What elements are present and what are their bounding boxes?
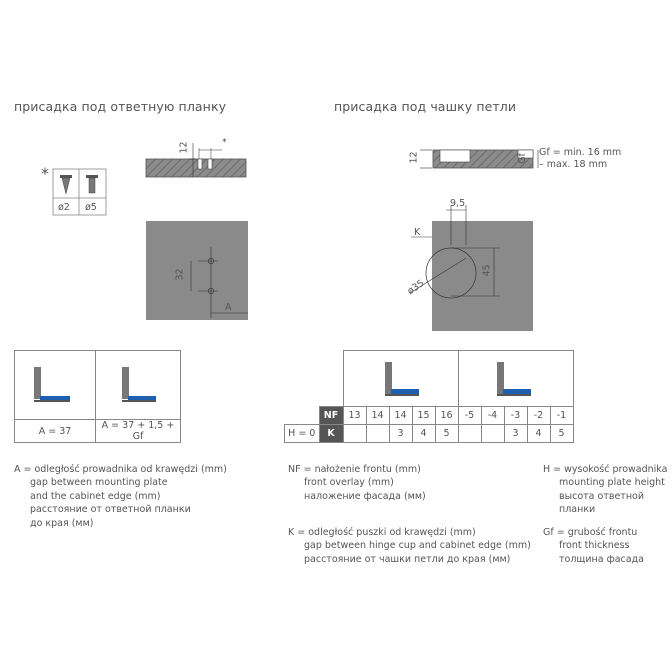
hinge-cup-cross-section: [420, 149, 539, 169]
table-a-cell: A = 37 + 1,5 + Gf: [95, 419, 181, 443]
legend-line: and the cabinet edge (mm): [30, 490, 161, 502]
legend-line: Gf = grubość frontu: [543, 527, 638, 538]
table-k-header: 14: [365, 406, 390, 425]
table-k-icon-cell-2: [457, 350, 574, 407]
table-k-header: 15: [411, 406, 436, 425]
table-k-header: -3: [503, 406, 528, 425]
legend-line: толщина фасада: [559, 553, 644, 565]
plate-height-label: 12: [178, 141, 190, 154]
gf-max-label: – max. 18 mm: [539, 159, 608, 170]
legend-line: gap between hinge cup and cabinet edge (…: [304, 540, 531, 552]
legend-a: A = odległość prowadnika od krawędzi (mm…: [14, 463, 227, 530]
table-k-cell: 5: [549, 424, 574, 443]
legend-h: H = wysokość prowadnika mounting plate h…: [543, 463, 667, 517]
table-k-cell: [480, 424, 505, 443]
table-k-k-label: K: [318, 424, 344, 443]
table-k-cell: [365, 424, 390, 443]
offset-9-5-label: 9,5: [450, 198, 466, 209]
table-k-cell: 4: [526, 424, 551, 443]
legend-line: mounting plate height: [559, 477, 665, 489]
legend-line: NF = nałożenie frontu (mm): [288, 464, 421, 475]
table-k: NF 13 14 14 15 16 -5 -4 -3 -2 -1 H = 0 K…: [284, 350, 574, 443]
heading-mounting-plate: присадка под ответную планку: [14, 99, 227, 114]
screw-asterisk: *: [41, 164, 49, 183]
table-k-header: 16: [434, 406, 459, 425]
hinge-cup-panel: [409, 205, 533, 331]
dim-a-label: A: [225, 302, 232, 313]
table-k-header: -2: [526, 406, 551, 425]
wood-screw-icon: [60, 175, 72, 195]
plate-cross-section: [145, 143, 247, 178]
mounting-plate-panel: [146, 221, 248, 320]
legend-line: front overlay (mm): [304, 477, 394, 489]
legend-line: H = wysokość prowadnika: [543, 464, 668, 475]
table-k-header: 13: [342, 406, 367, 425]
table-k-header: NF: [318, 406, 344, 425]
gf-label: Gf: [516, 153, 528, 164]
table-a-icon-cell-2: [95, 350, 181, 420]
table-k-cell: [342, 424, 367, 443]
table-k-cell: 3: [503, 424, 528, 443]
table-k-cell: [457, 424, 482, 443]
legend-line: gap between mounting plate: [30, 477, 168, 489]
table-k-icon-cell-1: [342, 350, 459, 407]
legend-gf: Gf = grubość frontu front thickness толщ…: [543, 526, 644, 566]
table-k-cell: 4: [411, 424, 436, 443]
legend-line: расстояние от ответной планки: [30, 504, 191, 516]
asterisk-label: *: [222, 137, 227, 148]
euro-screw-icon: [86, 175, 98, 194]
screw-table: [52, 168, 107, 216]
cup-height-label: 12: [408, 151, 420, 164]
gf-min-label: Gf = min. 16 mm: [539, 147, 622, 158]
screw-diameter-5: ø5: [85, 202, 97, 213]
dim-k-label: K: [414, 227, 421, 238]
table-k-cell: 5: [434, 424, 459, 443]
table-k-blank: [285, 351, 344, 407]
legend-line: расстояние от чашки петли до края (мм): [304, 553, 511, 565]
table-k-header: 14: [388, 406, 413, 425]
table-a-cell: A = 37: [14, 419, 96, 443]
legend-line: наложение фасада (мм): [304, 490, 426, 502]
table-k-cell: 3: [388, 424, 413, 443]
legend-nf: NF = nałożenie frontu (mm) front overlay…: [288, 463, 426, 503]
legend-line: K = odległość puszki od krawędzi (mm): [288, 527, 476, 538]
table-k-header: -4: [480, 406, 505, 425]
heading-hinge-cup: присадка под чашку петли: [334, 99, 517, 114]
table-k-header: -1: [549, 406, 574, 425]
legend-line: планки: [559, 504, 596, 516]
table-a: A = 37 A = 37 + 1,5 + Gf: [14, 350, 181, 443]
table-k-header: -5: [457, 406, 482, 425]
legend-k: K = odległość puszki od krawędzi (mm) ga…: [288, 526, 531, 566]
table-a-icon-cell-1: [14, 350, 96, 420]
legend-line: front thickness: [559, 540, 630, 552]
legend-line: A = odległość prowadnika od krawędzi (mm…: [14, 464, 227, 475]
legend-line: до края (мм): [30, 517, 94, 529]
screw-diameter-2: ø2: [58, 202, 70, 213]
dim-45-label: 45: [481, 264, 493, 277]
table-k-blank: [285, 407, 320, 425]
legend-line: высота ответной: [559, 490, 645, 502]
hole-spacing-label: 32: [174, 268, 186, 281]
table-k-h-label: H = 0: [284, 424, 320, 443]
